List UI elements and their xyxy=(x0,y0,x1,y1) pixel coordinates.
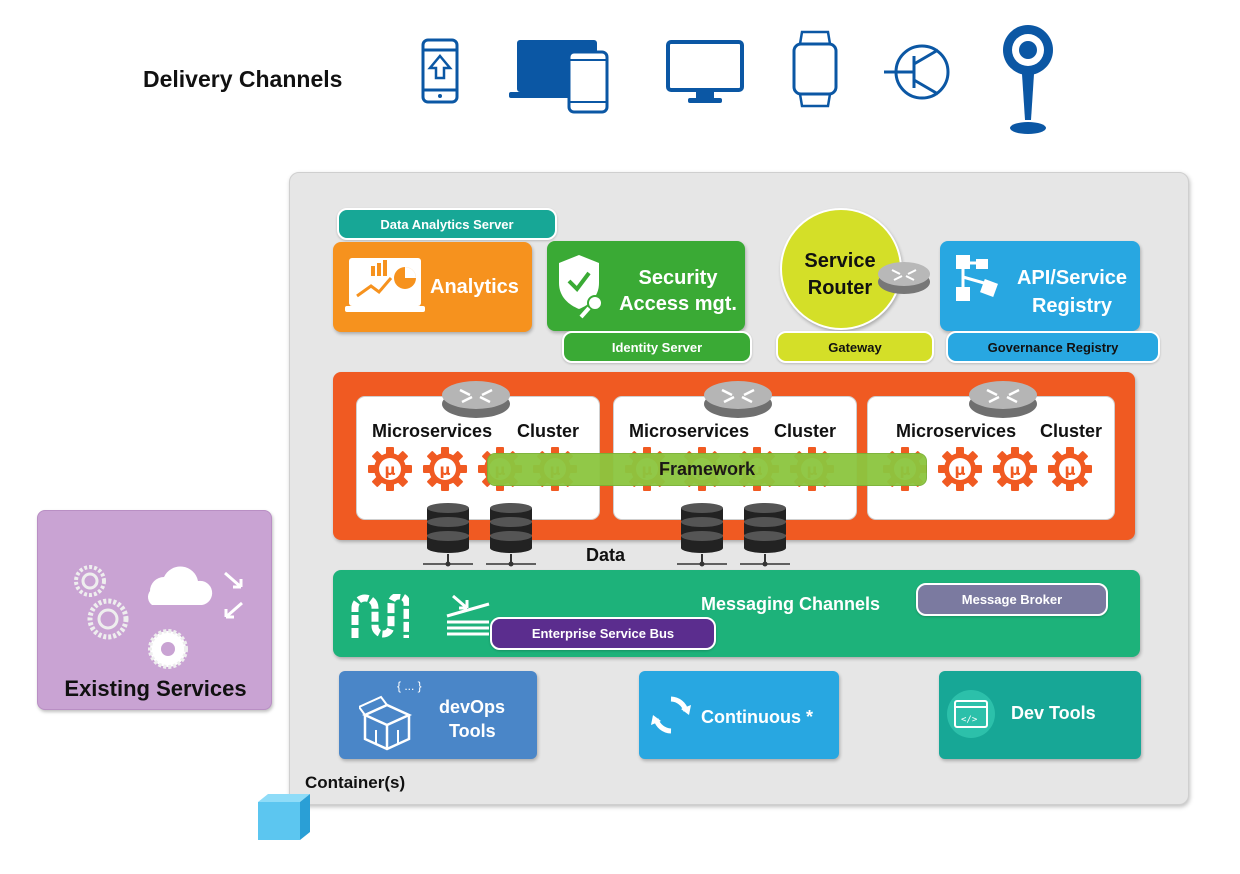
devops-badge: { ... } xyxy=(397,679,422,693)
governance-registry-pill[interactable]: Governance Registry xyxy=(946,331,1160,363)
cluster-2-router-icon xyxy=(704,381,772,418)
message-queue-icon xyxy=(446,594,490,636)
beacon-icon xyxy=(1003,25,1053,134)
cluster-3-word1: Microservices xyxy=(896,421,1017,441)
framework-bar[interactable]: Framework xyxy=(487,453,927,486)
services-gears-cloud-icon xyxy=(74,565,243,669)
dev-tools-label: Dev Tools xyxy=(1011,703,1096,723)
database-icon xyxy=(423,503,473,567)
database-icon xyxy=(677,503,727,567)
registry-label-line1: API/Service xyxy=(1016,267,1128,289)
analytics-card[interactable]: Analytics xyxy=(333,242,532,332)
service-router-label-line1: Service xyxy=(804,250,876,272)
svg-text:μ: μ xyxy=(439,461,450,479)
continuous-label: Continuous * xyxy=(701,707,813,727)
security-label-line2: Access mgt. xyxy=(619,293,737,315)
data-analytics-server-pill[interactable]: Data Analytics Server xyxy=(337,208,557,240)
shield-key-icon xyxy=(559,255,603,319)
security-label-line1: Security xyxy=(638,267,718,289)
smartwatch-icon xyxy=(792,30,838,108)
data-label: Data xyxy=(586,545,626,565)
registry-label-line2: Registry xyxy=(1031,295,1113,317)
devops-label-line2: Tools xyxy=(449,721,496,741)
router-icon xyxy=(878,262,930,294)
analytics-label: Analytics xyxy=(430,276,519,298)
analytics-chart-icon xyxy=(345,258,425,312)
cluster-2-word1: Microservices xyxy=(629,421,750,441)
cluster-3-word2: Cluster xyxy=(1040,421,1103,441)
svg-text:</>: </> xyxy=(961,715,978,725)
gateway-pill[interactable]: Gateway xyxy=(776,331,934,363)
container-label: Container(s) xyxy=(305,773,406,792)
open-box-icon xyxy=(359,695,413,751)
refresh-icon xyxy=(651,696,691,734)
microservice-gear-icon: μ xyxy=(938,447,982,491)
cluster-3-router-icon xyxy=(969,381,1037,418)
microservice-gear-icon: μ xyxy=(993,447,1037,491)
database-icon xyxy=(740,503,790,567)
svg-text:μ: μ xyxy=(384,461,395,479)
cluster-1-router-icon xyxy=(442,381,510,418)
existing-services-label: Existing Services xyxy=(64,676,247,701)
cluster-2-word2: Cluster xyxy=(774,421,837,441)
pipes-icon xyxy=(351,594,409,638)
identity-server-pill[interactable]: Identity Server xyxy=(562,331,752,363)
message-broker-pill[interactable]: Message Broker xyxy=(916,583,1108,616)
esb-pill[interactable]: Enterprise Service Bus xyxy=(490,617,716,650)
security-card[interactable]: Security Access mgt. xyxy=(547,241,745,331)
laptop-phone-icon xyxy=(509,40,609,114)
mobile-upload-icon xyxy=(421,38,459,104)
monitor-icon xyxy=(666,40,744,103)
code-window-icon: </> xyxy=(947,690,995,738)
continuous-card[interactable]: Continuous * xyxy=(639,671,839,759)
transistor-icon xyxy=(884,44,950,100)
microservice-gear-icon: μ xyxy=(368,447,412,491)
microservice-gear-icon: μ xyxy=(423,447,467,491)
cluster-1-word1: Microservices xyxy=(372,421,493,441)
hierarchy-icon xyxy=(956,255,998,301)
microservice-gear-icon: μ xyxy=(1048,447,1092,491)
database-icon xyxy=(486,503,536,567)
dev-tools-card[interactable]: </> Dev Tools xyxy=(939,671,1141,759)
messaging-channels-label: Messaging Channels xyxy=(701,594,881,614)
devops-tools-card[interactable]: { ... } devOps Tools xyxy=(339,671,537,759)
cluster-1-word2: Cluster xyxy=(517,421,580,441)
container-cube-icon xyxy=(258,794,310,840)
svg-text:μ: μ xyxy=(1064,461,1075,479)
devops-label-line1: devOps xyxy=(439,697,506,717)
svg-text:μ: μ xyxy=(954,461,965,479)
delivery-channels-title: Delivery Channels xyxy=(143,66,343,92)
registry-card[interactable]: API/Service Registry xyxy=(940,241,1140,331)
service-router-label-line2: Router xyxy=(807,277,873,299)
svg-text:μ: μ xyxy=(1009,461,1020,479)
existing-services-box: Existing Services xyxy=(37,510,272,710)
